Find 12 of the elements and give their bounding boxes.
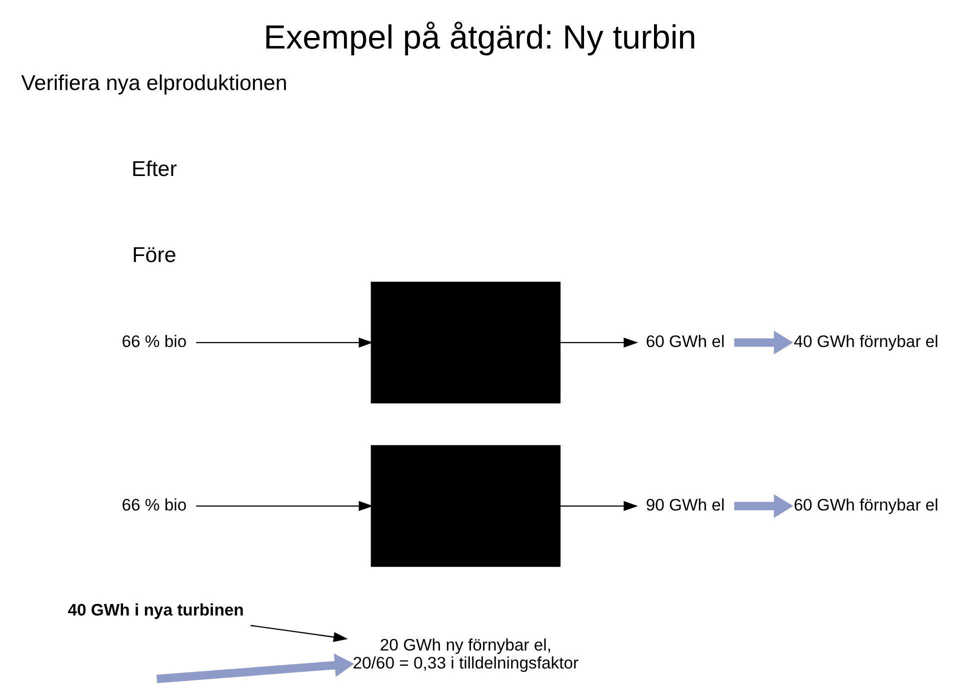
label: Verifiera nya elproduktionen — [21, 70, 288, 95]
node-text: 60 GWh förnybar el — [794, 494, 938, 514]
node-text: 60 GWh el — [646, 331, 725, 350]
diagram-title: Exempel på åtgärd: Ny turbin — [264, 18, 696, 56]
label: Efter — [132, 156, 177, 180]
node-text: 20 GWh ny förnybar el, 20/60 = 0,33 i tilldelningsfaktor — [352, 635, 579, 672]
label: Före — [132, 242, 176, 266]
node-text: 40 GWh förnybar el — [794, 331, 938, 350]
node-text: 40 GWh i nya turbinen — [68, 600, 244, 619]
node-text: 66 % bio — [122, 331, 187, 350]
node-text: 66 % bio — [122, 494, 187, 514]
node-text: 90 GWh el — [646, 494, 725, 514]
